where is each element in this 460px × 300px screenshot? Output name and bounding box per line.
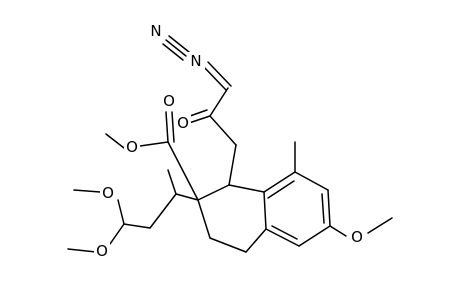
bond-ch2-c1 [228, 144, 237, 186]
bond-acetal-c-o2 [109, 223, 125, 245]
svg-text:N: N [150, 22, 161, 40]
bond-c8a-c8-inner [267, 180, 295, 199]
bond-c6-c5 [298, 225, 331, 247]
bond-acetal-o1-ch3 [73, 189, 101, 193]
atom-ester-single-oxygen: O [124, 138, 140, 156]
bond-o-ch3 [367, 217, 393, 234]
bond-c8a-c1 [228, 184, 265, 193]
bond-c2-c3 [197, 199, 211, 239]
bond-c8a-c8 [263, 171, 296, 193]
bond-acetal-c-o1 [117, 199, 125, 225]
bond-c1-c2 [197, 184, 230, 201]
bond-ch-ch2 [149, 193, 177, 229]
svg-text:O: O [96, 242, 108, 260]
bond-ch2-acetal-c [123, 223, 151, 229]
bond-c7-c6-inner [321, 193, 325, 224]
bond-chn2-ketone-c [209, 87, 229, 117]
bond-ester-o-ch3 [105, 133, 125, 149]
atom-ketone-oxygen: O [175, 114, 191, 132]
bonds [67, 35, 393, 253]
bond-ketone-double [188, 109, 211, 124]
svg-text:O: O [126, 138, 138, 156]
atom-acetal-oxygen-2: O [94, 242, 110, 260]
bond-ester-double [165, 111, 175, 143]
atom-diazo-n1: N [148, 22, 164, 40]
bond-ch-methyl [167, 169, 177, 195]
bond-diazo-double [202, 61, 232, 91]
atom-diazo-n2: N [188, 52, 205, 70]
atom-aryl-ether-oxygen: O [349, 228, 365, 246]
svg-text:O: O [102, 184, 114, 202]
svg-text:N: N [190, 52, 201, 70]
bond-c6-o [329, 225, 347, 237]
svg-text:O: O [177, 114, 189, 132]
bond-c7-c6 [327, 189, 331, 227]
svg-text:O: O [351, 228, 363, 246]
bond-c2-ch [175, 193, 199, 201]
bond-diazo-triple [162, 35, 190, 61]
bond-ester-c-o [139, 141, 169, 147]
bond-c3-c4 [209, 237, 247, 253]
bond-c4-c4a [245, 228, 267, 253]
bond-c2-ester-c [167, 141, 199, 201]
bond-ketone-ch2 [209, 115, 237, 146]
bond-acetal-o2-ch3 [67, 248, 97, 253]
bond-c5-c4a [265, 228, 300, 247]
bond-c5-c4a-inner [271, 225, 298, 240]
atom-ester-carbonyl-oxygen: O [161, 92, 177, 110]
atom-labels: N N O O O O O O [94, 22, 365, 260]
svg-text:O: O [163, 92, 175, 110]
bond-c8-c7 [294, 171, 329, 191]
atom-acetal-oxygen-1: O [100, 184, 116, 202]
bond-c4a-c8a [263, 191, 267, 230]
